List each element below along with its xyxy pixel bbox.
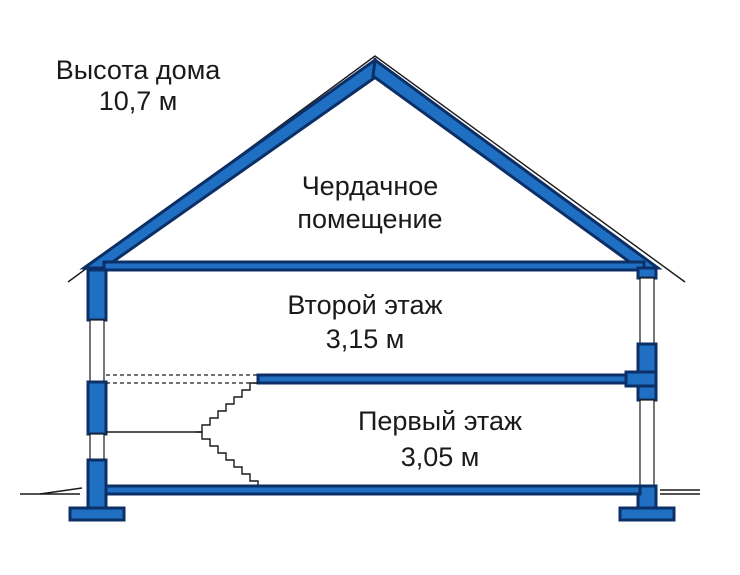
stair-opening bbox=[106, 374, 258, 384]
left-footing bbox=[68, 506, 126, 522]
right-wall bbox=[636, 266, 658, 510]
left-wall bbox=[86, 268, 108, 510]
second-floor-height: 3,15 м bbox=[326, 324, 405, 354]
attic-label-line1: Чердачное bbox=[302, 171, 439, 201]
house-height-title: Высота дома bbox=[56, 55, 222, 85]
slab-bearing bbox=[624, 370, 658, 388]
staircase bbox=[106, 382, 266, 487]
interfloor-slab bbox=[256, 373, 646, 385]
first-floor-height: 3,05 м bbox=[401, 442, 480, 472]
right-footing bbox=[618, 506, 676, 522]
second-floor-name: Второй этаж bbox=[287, 290, 442, 320]
attic-floor-slab bbox=[102, 260, 646, 272]
ground-line bbox=[20, 487, 700, 495]
house-height-value: 10,7 м bbox=[99, 86, 178, 116]
ground-floor-slab bbox=[104, 484, 642, 496]
first-floor-name: Первый этаж bbox=[358, 406, 522, 436]
roof-right-rafter bbox=[371, 57, 663, 270]
attic-label-line2: помещение bbox=[297, 204, 442, 234]
